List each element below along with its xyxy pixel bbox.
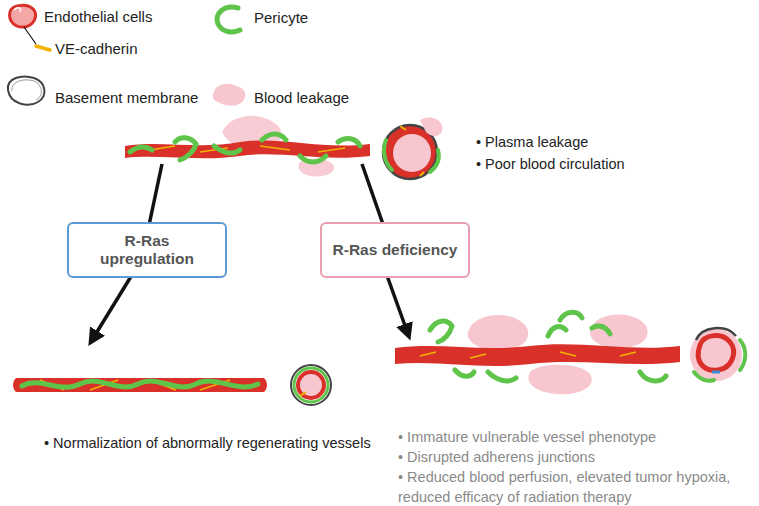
illustration-stroke [150,146,345,152]
illustration-stroke [420,117,442,136]
legend-label: Blood leakage [254,89,349,107]
legend-label: VE-cadherin [55,40,138,58]
illustration-stroke [291,365,331,405]
basement-membrane-icon [8,77,45,105]
illustration-stroke [420,352,636,358]
illustration-stroke [712,371,720,374]
process-box: R-Ras deficiency [320,222,470,278]
box-label: R-Ras upregulation [77,232,217,268]
illustration-stroke [22,381,258,387]
pericyte-icon [217,7,240,32]
illustration-stroke [430,312,666,381]
endothelial-icon [10,5,36,27]
illustration-stroke [300,392,306,396]
illustration-stroke [698,336,733,371]
immature-vessel [395,312,745,394]
note-text: • Plasma leakage [476,133,746,153]
illustration-stroke [362,164,385,230]
endothelial-icon [14,8,21,12]
ve-cadherin-icon [36,46,50,50]
legend-label: Pericyte [254,9,308,27]
illustration-stroke [13,378,267,392]
illustration-stroke [528,365,591,395]
note-text: • Normalization of abnormally regenerati… [44,434,374,454]
illustration-stroke [298,372,324,398]
illustration-stroke [590,314,648,348]
note-text: • Poor blood circulation [476,155,746,175]
leader-line [24,27,36,44]
illustration-stroke [125,140,370,158]
illustration-stroke [690,329,742,381]
illustration-stroke [92,270,135,340]
blood-leakage-icon [213,84,246,106]
note-text: • Reduced blood perfusion, elevated tumo… [398,468,748,506]
basement-membrane-icon [12,80,41,100]
illustration-stroke [130,134,360,162]
normalized-vessel [13,365,331,405]
illustration-stroke [385,270,408,334]
box-label: R-Ras deficiency [333,241,458,259]
illustration-stroke [384,140,439,172]
process-box: R-Ras upregulation [67,222,227,278]
illustration-stroke [400,126,424,176]
illustration-stroke [294,368,328,402]
illustration-stroke [393,134,431,172]
illustration-stroke [148,164,162,230]
legend-label: Endothelial cells [44,8,152,26]
legend-label: Basement membrane [55,89,198,107]
note-text: • Immature vulnerable vessel phenotype [398,428,748,448]
illustration-stroke [468,315,528,350]
illustration-stroke [694,340,745,381]
note-text: • Disrupted adherens junctions [398,448,748,468]
leaky-vessel [125,116,442,179]
illustration-stroke [395,344,680,366]
